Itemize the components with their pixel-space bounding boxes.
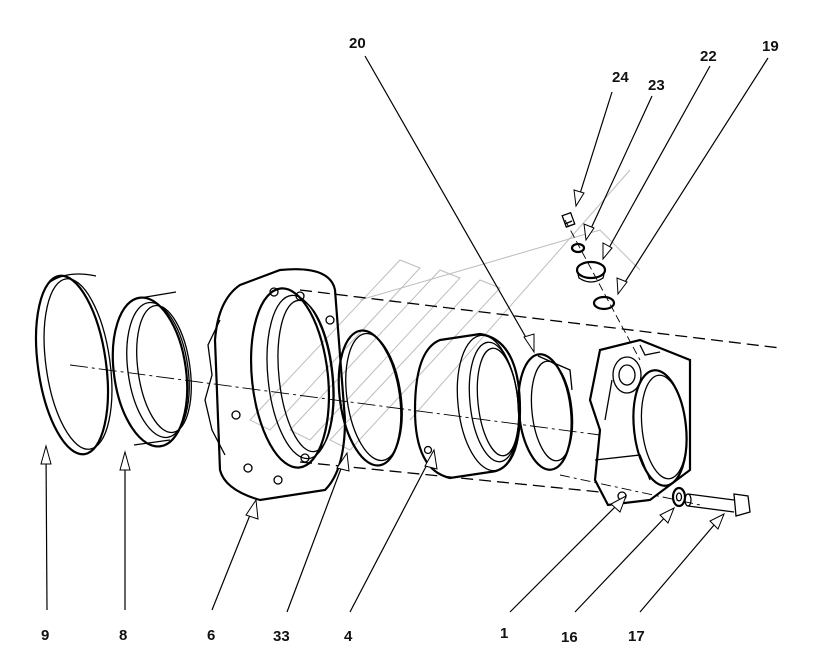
callout-1: 1 (500, 625, 508, 642)
part-23-small-ring (570, 242, 586, 254)
callout-23: 23 (648, 77, 665, 94)
part-1-bracket-body (588, 338, 692, 507)
callout-8: 8 (119, 627, 127, 644)
part-9-retaining-ring (34, 273, 113, 456)
arrowheads (40, 189, 725, 530)
projection-line-top (299, 289, 781, 349)
callout-6: 6 (207, 627, 215, 644)
callout-16: 16 (561, 629, 578, 646)
callout-24: 24 (612, 69, 629, 86)
callout-33: 33 (273, 628, 290, 645)
callout-17: 17 (628, 628, 645, 645)
part-22-plug (575, 260, 607, 283)
part-24-fitting (561, 211, 576, 228)
callout-20: 20 (349, 35, 366, 52)
part-8-seal-ring (111, 291, 192, 448)
part-16-washer (671, 486, 687, 508)
background-watermark (249, 169, 641, 451)
fitting-axis (564, 219, 641, 361)
callout-labels: 9 8 6 33 4 1 16 17 20 24 23 22 19 (41, 35, 779, 646)
part-20-split-ring (517, 353, 574, 471)
callout-19: 19 (762, 38, 779, 55)
part-33-o-ring (337, 329, 403, 467)
centre-axis (69, 364, 601, 436)
callout-9: 9 (41, 627, 49, 644)
callout-22: 22 (700, 48, 717, 65)
leader-lines (45, 55, 769, 613)
part-17-bolt (684, 493, 751, 517)
part-19-washer (592, 295, 616, 311)
part-6-flanged-housing (204, 268, 347, 502)
callout-4: 4 (344, 628, 353, 645)
